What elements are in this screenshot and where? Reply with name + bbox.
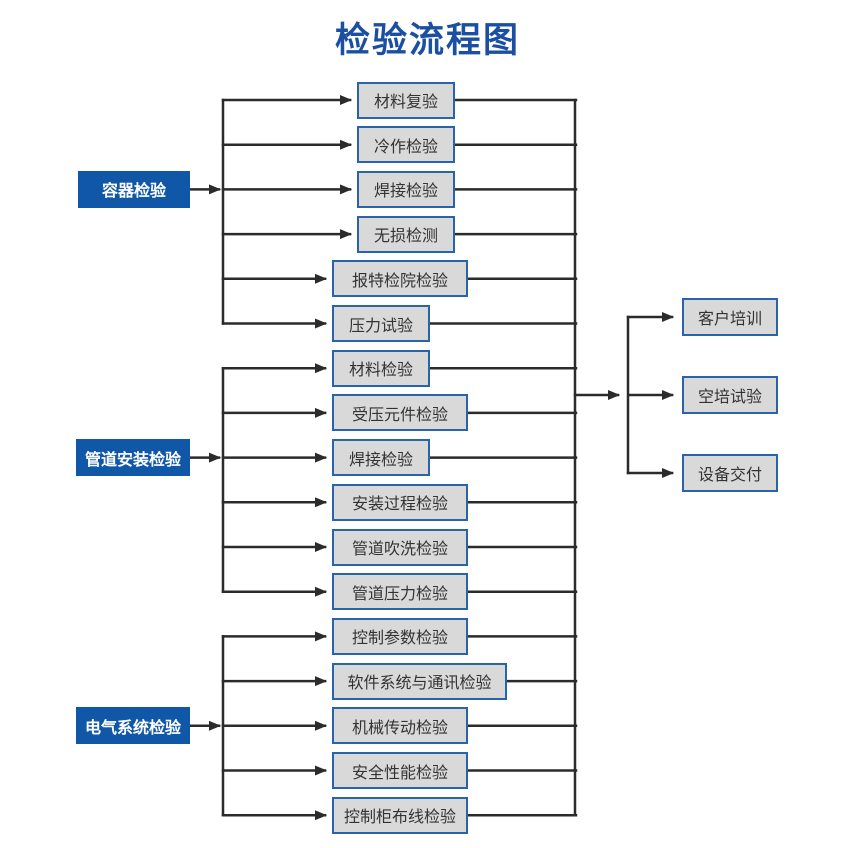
node-software-communication-inspection: 软件系统与通讯检验 [332, 662, 507, 700]
electrical-system-inspection-root: 电气系统检验 [76, 707, 190, 745]
node-safety-performance-inspection: 安全性能检验 [332, 752, 468, 789]
output-no-load-test: 空培试验 [682, 376, 778, 414]
node-installation-process-inspection: 安装过程检验 [332, 483, 468, 521]
node-control-cabinet-wiring-inspection: 控制柜布线检验 [332, 796, 468, 834]
node-cold-work-inspection: 冷作检验 [357, 126, 455, 164]
pipeline-installation-inspection-root: 管道安装检验 [76, 439, 190, 477]
node-welding-inspection-pipeline: 焊接检验 [332, 439, 430, 477]
node-pressure-component-inspection: 受压元件检验 [332, 394, 468, 432]
node-ndt-inspection: 无损检测 [357, 215, 455, 253]
node-mechanical-transmission-inspection: 机械传动检验 [332, 707, 468, 745]
node-pressure-test: 压力试验 [332, 305, 430, 342]
output-customer-training: 客户培训 [682, 298, 778, 336]
node-pipeline-purging-inspection: 管道吹洗检验 [332, 528, 468, 566]
output-equipment-delivery: 设备交付 [682, 454, 778, 492]
node-welding-inspection-vessel: 焊接检验 [357, 170, 455, 208]
node-control-parameter-inspection: 控制参数检验 [332, 617, 468, 655]
node-material-recheck: 材料复验 [357, 81, 455, 119]
node-special-inspection-institute-report: 报特检院检验 [332, 260, 468, 298]
node-material-inspection: 材料检验 [332, 349, 430, 387]
node-pipeline-pressure-inspection: 管道压力检验 [332, 573, 468, 611]
vessel-inspection-root: 容器检验 [78, 170, 190, 208]
diagram-title: 检验流程图 [334, 21, 520, 60]
